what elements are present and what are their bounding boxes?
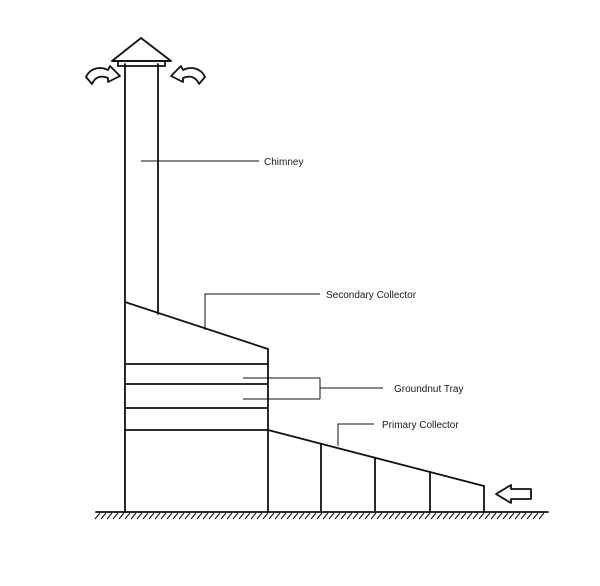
ground-hatch-line — [340, 512, 347, 520]
ground-hatch-line — [196, 512, 203, 520]
chimney-label: Chimney — [264, 157, 303, 168]
ground-hatch-line — [238, 512, 245, 520]
ground-hatch-line — [232, 512, 239, 520]
ground-hatch-line — [166, 512, 173, 520]
ground-hatch-line — [136, 512, 143, 520]
ground-hatch-line — [292, 512, 299, 520]
ground-hatch-line — [430, 512, 437, 520]
ground-hatch-line — [226, 512, 233, 520]
ground-hatch-line — [412, 512, 419, 520]
ground-hatch-line — [490, 512, 497, 520]
ground-hatch-line — [466, 512, 473, 520]
ground-hatch-line — [460, 512, 467, 520]
ground-hatch-line — [100, 512, 107, 520]
ground-hatch-line — [112, 512, 119, 520]
ground-hatch-line — [418, 512, 425, 520]
ground-hatch-line — [358, 512, 365, 520]
ground-hatch-line — [436, 512, 443, 520]
ground-hatch-line — [376, 512, 383, 520]
ground-hatch-line — [286, 512, 293, 520]
ground-hatch-line — [538, 512, 545, 520]
ground-hatch-line — [106, 512, 113, 520]
ground-hatch-line — [448, 512, 455, 520]
ground-hatch-line — [142, 512, 149, 520]
ground-hatch-line — [514, 512, 521, 520]
drying-cabinet — [124, 301, 269, 513]
chimney — [111, 37, 172, 513]
ground-hatch-line — [382, 512, 389, 520]
ground-hatch-line — [244, 512, 251, 520]
ground-hatch-line — [178, 512, 185, 520]
primary-collector — [267, 429, 485, 513]
ground-hatch-line — [280, 512, 287, 520]
ground-hatch-line — [400, 512, 407, 520]
ground-hatch-line — [346, 512, 353, 520]
ground-hatch-line — [454, 512, 461, 520]
ground-hatch-line — [298, 512, 305, 520]
ground-hatch-line — [250, 512, 257, 520]
air-inlet-arrow-icon — [495, 484, 532, 504]
ground-hatch-line — [154, 512, 161, 520]
ground-hatch-line — [496, 512, 503, 520]
ground-hatch-line — [424, 512, 431, 520]
ground-hatch-line — [304, 512, 311, 520]
ground-hatch-line — [364, 512, 371, 520]
ground — [94, 511, 549, 520]
ground-hatch-line — [160, 512, 167, 520]
ground-hatch-line — [322, 512, 329, 520]
secondary-collector-label: Secondary Collector — [326, 290, 417, 301]
ground-hatch-line — [370, 512, 377, 520]
ground-hatch-line — [262, 512, 269, 520]
ground-hatch-line — [124, 512, 131, 520]
ground-hatch-line — [394, 512, 401, 520]
ground-hatch-line — [94, 512, 101, 520]
ground-hatch-line — [148, 512, 155, 520]
ground-hatch-line — [508, 512, 515, 520]
ground-hatch-line — [310, 512, 317, 520]
ground-hatch-line — [520, 512, 527, 520]
leader-lines — [141, 160, 383, 446]
ground-hatch-line — [484, 512, 491, 520]
ground-hatch-line — [442, 512, 449, 520]
ground-hatch-line — [184, 512, 191, 520]
ground-hatch-line — [472, 512, 479, 520]
air-outlet-right-icon — [170, 65, 206, 85]
chimney-cap-icon — [111, 37, 172, 67]
ground-hatch-line — [118, 512, 125, 520]
ground-hatch-line — [274, 512, 281, 520]
ground-hatch-line — [130, 512, 137, 520]
ground-hatch-line — [502, 512, 509, 520]
ground-hatch-line — [220, 512, 227, 520]
ground-hatch-line — [268, 512, 275, 520]
ground-hatch-line — [532, 512, 539, 520]
ground-hatch-line — [256, 512, 263, 520]
ground-hatch-line — [388, 512, 395, 520]
ground-hatch-line — [352, 512, 359, 520]
ground-hatch-line — [316, 512, 323, 520]
ground-hatch-line — [208, 512, 215, 520]
ground-hatch-line — [190, 512, 197, 520]
ground-hatch-line — [526, 512, 533, 520]
ground-hatch-line — [334, 512, 341, 520]
ground-hatch-line — [406, 512, 413, 520]
primary-collector-label: Primary Collector — [382, 420, 459, 431]
ground-hatch-line — [214, 512, 221, 520]
ground-hatch-line — [478, 512, 485, 520]
ground-hatch-line — [328, 512, 335, 520]
air-outlet-left-icon — [85, 65, 121, 85]
ground-hatch-line — [172, 512, 179, 520]
groundnut-tray-label: Groundnut Tray — [394, 384, 463, 395]
ground-hatch-line — [202, 512, 209, 520]
